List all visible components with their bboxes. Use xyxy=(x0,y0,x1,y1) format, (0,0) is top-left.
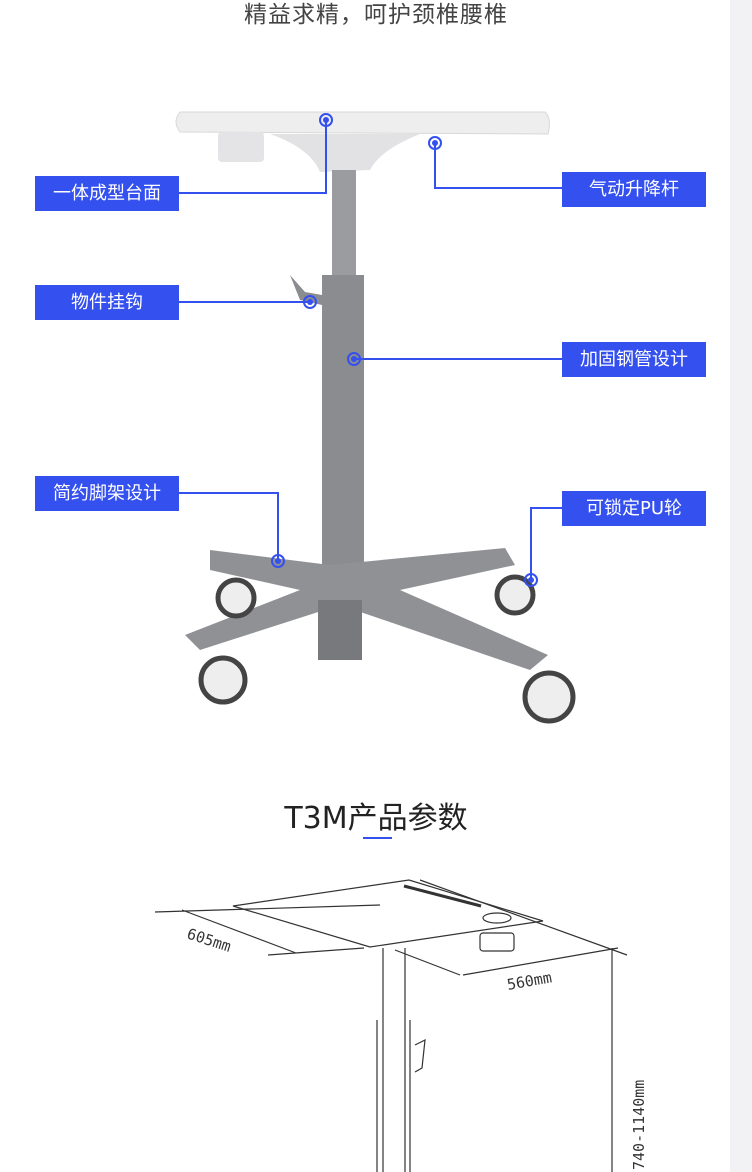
right-edge-strip xyxy=(730,0,752,1172)
headline: 精益求精，呵护颈椎腰椎 xyxy=(244,2,508,28)
width-dimension: 560mm xyxy=(506,968,554,994)
title-underline xyxy=(363,837,392,839)
callout-lines xyxy=(179,113,562,587)
specs-title: T3M产品参数 xyxy=(284,801,468,836)
spec-drawing xyxy=(154,879,628,1172)
height-dimension: 740-1140mm xyxy=(630,1080,648,1170)
feature-tag-tabletop: 一体成型台面 xyxy=(35,176,179,211)
feature-tag-base: 简约脚架设计 xyxy=(35,476,179,511)
cart-photo xyxy=(175,111,576,724)
feature-tag-steel-tube: 加固钢管设计 xyxy=(562,342,706,377)
depth-dimension: 605mm xyxy=(185,925,234,956)
feature-tag-casters: 可锁定PU轮 xyxy=(562,491,706,526)
feature-tag-hook: 物件挂钩 xyxy=(35,285,179,320)
feature-tag-gas-lift: 气动升降杆 xyxy=(562,172,706,207)
